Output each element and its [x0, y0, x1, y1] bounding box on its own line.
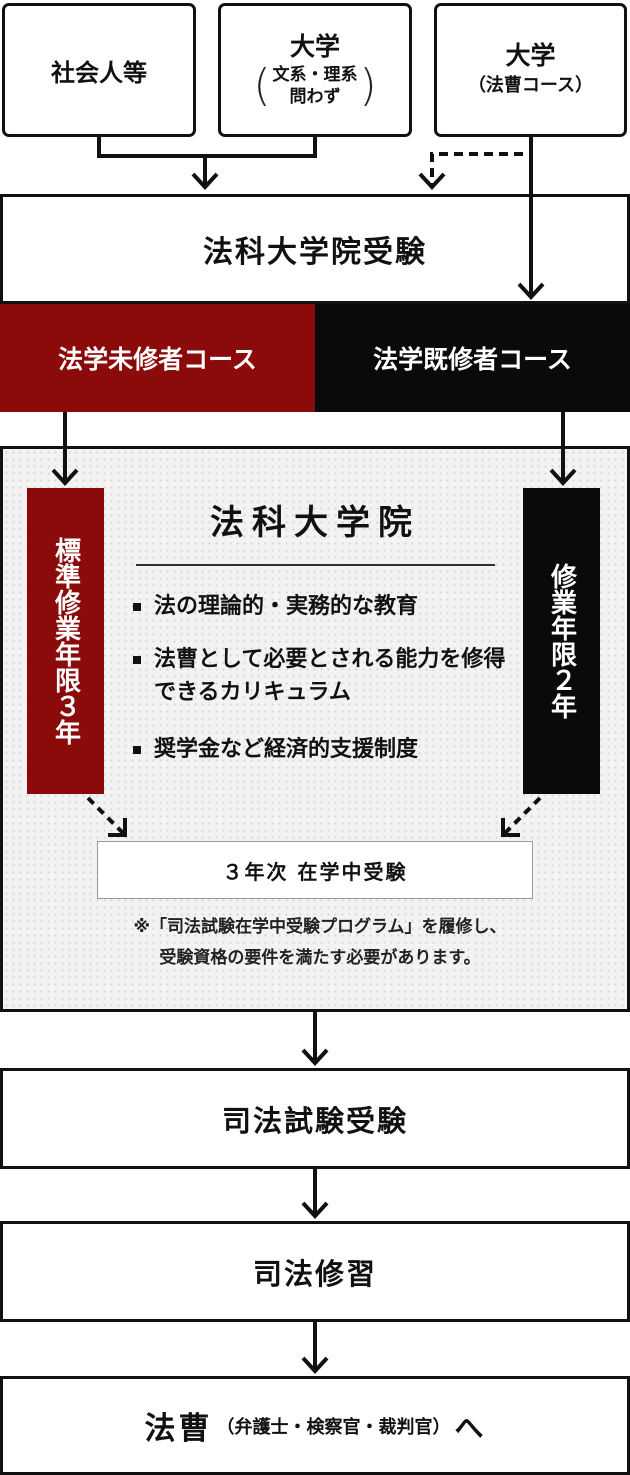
in-school-exam-box: ３年次 在学中受験: [97, 841, 533, 899]
arrow-head: [108, 818, 127, 837]
entrance-exam-label: 法科大学院受験: [203, 235, 427, 270]
condition-line: 文系・理系: [272, 65, 358, 85]
course-non-law: 法学未修者コース: [0, 304, 315, 412]
feature-item: 法の理論的・実務的な教育: [130, 590, 510, 623]
feature-list: 法の理論的・実務的な教育 法曹として必要とされる能力を修得できるカリキュラム 奨…: [130, 590, 510, 786]
duration-label: 修業年限２年: [523, 488, 600, 794]
dashed-diagonal: [502, 796, 542, 836]
course-law: 法学既修者コース: [315, 304, 630, 412]
source-box-working-adults: 社会人等: [2, 3, 196, 137]
law-school-title: 法科大学院: [210, 503, 420, 543]
eligibility-note: ※「司法試験在学中受験プログラム」を履修し、 受験資格の要件を満たす必要がありま…: [40, 912, 600, 974]
in-school-exam-label: ３年次 在学中受験: [222, 859, 408, 884]
source-box-university: 大学 ( 文系・理系 問わず ): [218, 3, 412, 137]
course-label: 法学未修者コース: [58, 345, 257, 374]
arrow-head: [301, 1048, 329, 1066]
arrow-head: [51, 468, 79, 486]
bar-exam-label: 司法試験受験: [221, 1103, 408, 1138]
title-divider: [136, 564, 495, 566]
goal-professions: （弁護士・検察官・裁判官）: [216, 1416, 451, 1438]
goal-suffix: へ: [454, 1410, 486, 1445]
source-sub-label: （法曹コース）: [467, 75, 594, 96]
arrow-head: [301, 1356, 329, 1374]
arrow-head: [517, 282, 545, 300]
source-label: 社会人等: [51, 58, 147, 87]
bar-exam-box: 司法試験受験: [0, 1068, 630, 1169]
merge-connector: [97, 137, 317, 158]
condition-line: 問わず: [289, 87, 341, 107]
arrow-head: [418, 172, 446, 190]
arrow-head: [549, 468, 577, 486]
goal-label: 法曹: [144, 1411, 213, 1447]
goal-box: 法曹 （弁護士・検察官・裁判官） へ: [0, 1376, 630, 1475]
source-label: 大学: [505, 41, 556, 70]
arrow-head: [301, 1201, 329, 1219]
legal-training-label: 司法修習: [252, 1256, 377, 1291]
course-label: 法学既修者コース: [373, 345, 572, 374]
entrance-exam-box: 法科大学院受験: [0, 194, 630, 304]
arrow-head: [501, 818, 520, 837]
source-box-law-course-university: 大学 （法曹コース）: [434, 3, 627, 137]
dashed-connector: [430, 152, 523, 186]
feature-item: 奨学金など経済的支援制度: [130, 733, 510, 766]
note-line: ※「司法試験在学中受験プログラム」を履修し、: [133, 917, 507, 937]
standard-duration-label: 標準修業年限３年: [27, 488, 104, 794]
feature-item: 法曹として必要とされる能力を修得できるカリキュラム: [130, 643, 510, 709]
source-condition: ( 文系・理系 問わず ): [253, 60, 377, 111]
legal-training-box: 司法修習: [0, 1221, 630, 1322]
dashed-diagonal: [86, 796, 126, 836]
note-line: 受験資格の要件を満たす必要があります。: [159, 948, 481, 968]
source-label: 大学: [289, 32, 340, 61]
arrow-head: [191, 172, 219, 190]
